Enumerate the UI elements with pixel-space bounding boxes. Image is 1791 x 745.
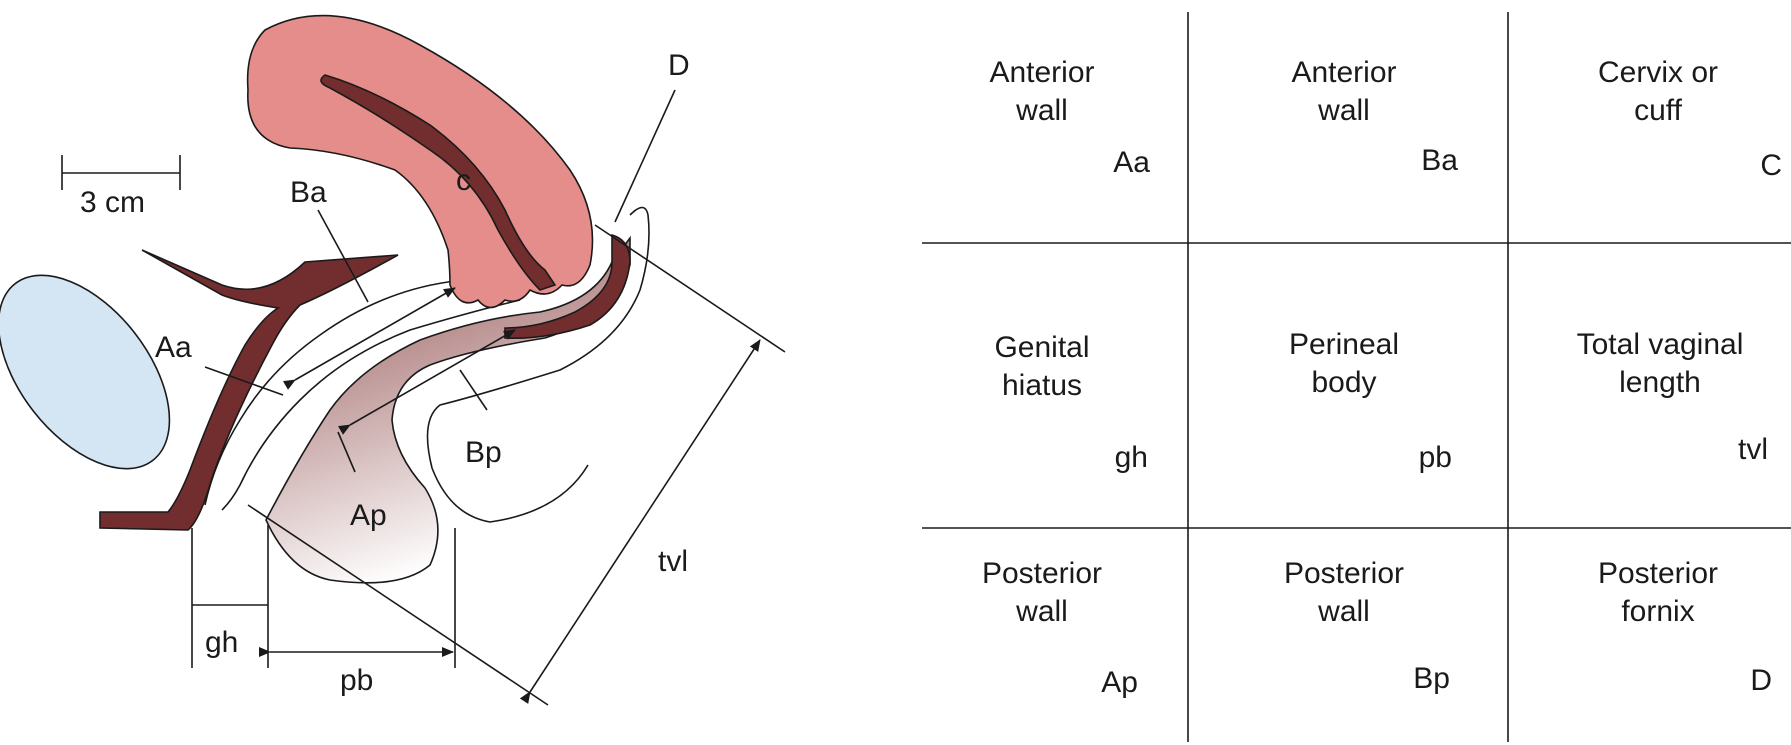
anatomy-drawing: 3 cm D c Ba Aa Bp Ap tvl gh pb: [0, 14, 786, 706]
label-pb: pb: [340, 664, 373, 697]
cell-title-line2: wall: [1015, 595, 1068, 628]
cell-title-line2: wall: [1317, 595, 1370, 628]
cell-title-line1: Anterior: [1291, 56, 1396, 89]
tvl-baseline: [594, 224, 786, 353]
perineal-baseline: [247, 504, 549, 706]
grid-cell-r1c2: Anterior wall Ba: [1291, 56, 1458, 177]
cell-title-line2: length: [1619, 366, 1701, 399]
cell-title-line2: wall: [1317, 94, 1370, 127]
cell-code: Aa: [1113, 146, 1150, 179]
leader-bp: [459, 369, 488, 411]
leader-d: [614, 89, 676, 223]
cell-title-line1: Posterior: [1598, 557, 1718, 590]
label-gh: gh: [205, 626, 238, 659]
scale-bar-label: 3 cm: [80, 186, 145, 219]
grid-cell-r3c2: Posterior wall Bp: [1284, 557, 1450, 695]
grid-cell-r2c2: Perineal body pb: [1289, 328, 1452, 474]
label-d: D: [668, 49, 690, 82]
label-aa: Aa: [155, 331, 192, 364]
cell-code: tvl: [1738, 433, 1768, 466]
arrow-posterior-wall: [337, 329, 516, 435]
bladder-shape: [0, 274, 171, 470]
popq-grid: Anterior wall Aa Anterior wall Ba Cervix…: [922, 12, 1791, 742]
label-c: c: [456, 164, 471, 197]
grid-cell-r3c1: Posterior wall Ap: [982, 557, 1138, 699]
cell-code: Ba: [1421, 144, 1458, 177]
cell-title-line1: Total vaginal: [1577, 328, 1744, 361]
cell-code: C: [1760, 149, 1782, 182]
cell-title-line1: Genital: [994, 331, 1089, 364]
cell-title-line2: body: [1311, 366, 1376, 399]
grid-cell-r1c1: Anterior wall Aa: [989, 56, 1150, 179]
label-ap: Ap: [350, 499, 387, 532]
cell-title-line1: Anterior: [989, 56, 1094, 89]
leader-ba: [317, 209, 369, 303]
leader-aa: [204, 366, 284, 396]
cell-title-line1: Cervix or: [1598, 56, 1718, 89]
cell-code: Bp: [1413, 662, 1450, 695]
cell-title-line1: Perineal: [1289, 328, 1399, 361]
cell-code: Ap: [1101, 666, 1138, 699]
cell-code: pb: [1419, 441, 1452, 474]
cell-title-line1: Posterior: [982, 557, 1102, 590]
cell-title-line1: Posterior: [1284, 557, 1404, 590]
pelvic-muscle-shape: [99, 249, 399, 531]
grid-cell-r3c3: Posterior fornix D: [1598, 557, 1772, 697]
grid-cell-r1c3: Cervix or cuff C: [1598, 56, 1782, 182]
grid-cell-r2c3: Total vaginal length tvl: [1577, 328, 1768, 466]
cell-title-line2: hiatus: [1002, 369, 1082, 402]
cervical-canal-shape: [320, 74, 557, 291]
label-tvl: tvl: [658, 545, 688, 578]
grid-cell-r2c1: Genital hiatus gh: [994, 331, 1148, 474]
cell-code: gh: [1115, 441, 1148, 474]
leader-ap: [337, 431, 356, 473]
label-bp: Bp: [465, 436, 502, 469]
cell-code: D: [1750, 664, 1772, 697]
uterus-shape: [246, 14, 594, 309]
cell-title-line2: cuff: [1634, 94, 1682, 127]
cell-title-line2: fornix: [1621, 595, 1694, 628]
cell-title-line2: wall: [1015, 94, 1068, 127]
tvl-arrow: [519, 339, 761, 704]
posterior-fornix-loop: [504, 233, 631, 340]
scale-bar: 3 cm: [61, 155, 181, 219]
label-ba: Ba: [290, 176, 327, 209]
